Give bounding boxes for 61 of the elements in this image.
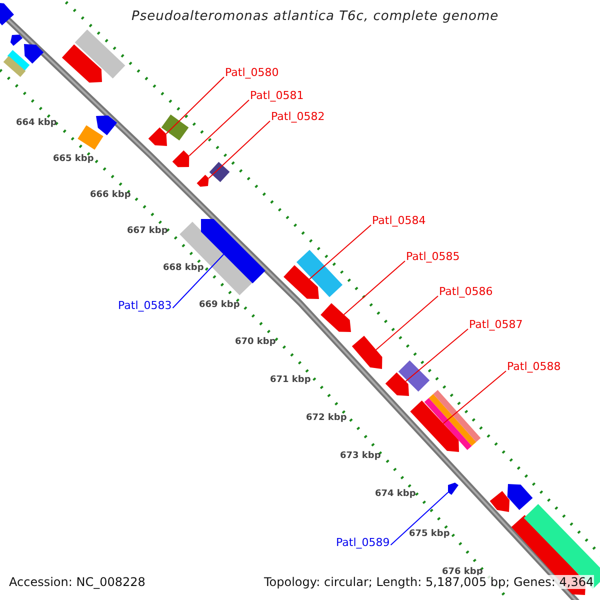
tick-label: 667 kbp xyxy=(127,226,168,236)
tick-label: 675 kbp xyxy=(409,529,450,539)
tick-label: 671 kbp xyxy=(270,375,311,385)
gene-block xyxy=(284,265,319,299)
gene-block xyxy=(448,482,458,495)
gene-block xyxy=(24,44,44,64)
gene-label: Patl_0589 xyxy=(336,536,390,549)
gene-label: Patl_0588 xyxy=(507,360,561,373)
gene-block xyxy=(7,50,30,71)
leader-line xyxy=(376,296,438,350)
gene-block xyxy=(398,360,430,392)
tick-label: 666 kbp xyxy=(90,190,131,200)
leader-line xyxy=(390,492,449,546)
leader-line xyxy=(308,224,372,280)
gene-block xyxy=(296,250,343,298)
gene-label: Patl_0580 xyxy=(225,66,279,79)
tick-label: 669 kbp xyxy=(199,300,240,310)
genome-info-text: Topology: circular; Length: 5,187,005 bp; Genes: 4,364 xyxy=(264,575,594,589)
gene-block xyxy=(424,390,481,450)
gene-label: Patl_0586 xyxy=(439,285,493,298)
gene-block xyxy=(78,125,104,150)
gene-label: Patl_0582 xyxy=(271,110,325,123)
gene-block xyxy=(209,162,230,182)
gene-block xyxy=(0,2,14,26)
gene-block xyxy=(385,372,409,396)
leader-line xyxy=(166,76,224,134)
tick-label: 665 kbp xyxy=(53,154,94,164)
accession-text: Accession: NC_008228 xyxy=(9,575,146,589)
gene-block xyxy=(74,29,126,79)
gene-block xyxy=(410,400,459,452)
gene-block xyxy=(352,336,382,369)
gene-block xyxy=(320,303,351,332)
gene-block xyxy=(196,174,209,187)
leader-line xyxy=(405,328,468,382)
gene-block xyxy=(507,484,533,510)
gene-block xyxy=(490,490,510,512)
tick-label: 673 kbp xyxy=(340,451,381,461)
tick-label: 676 kbp xyxy=(442,567,483,577)
gene-block xyxy=(172,150,190,168)
gene-label: Patl_0585 xyxy=(406,250,460,263)
gene-label: Patl_0581 xyxy=(250,89,304,102)
gene-block xyxy=(62,44,102,83)
gene-label: Patl_0583 xyxy=(118,299,172,312)
tick-label: 670 kbp xyxy=(235,337,276,347)
leader-line xyxy=(442,370,506,424)
leader-line xyxy=(343,260,406,316)
tick-label: 672 kbp xyxy=(306,413,347,423)
gene-label: Patl_0584 xyxy=(372,214,426,227)
gene-block xyxy=(10,34,23,46)
title: Pseudoalteromonas atlantica T6c, complete genome xyxy=(132,9,499,24)
gene-block xyxy=(180,222,252,296)
gene-block xyxy=(3,56,26,77)
gene-label: Patl_0587 xyxy=(469,318,523,331)
gene-block xyxy=(96,115,118,136)
tick-label: 668 kbp xyxy=(163,263,204,273)
tick-label: 664 kbp xyxy=(16,118,57,128)
tick-label: 674 kbp xyxy=(375,489,416,499)
gene-block xyxy=(161,114,189,140)
leader-line xyxy=(188,100,250,156)
gene-block xyxy=(148,127,167,146)
leader-line xyxy=(172,254,224,308)
